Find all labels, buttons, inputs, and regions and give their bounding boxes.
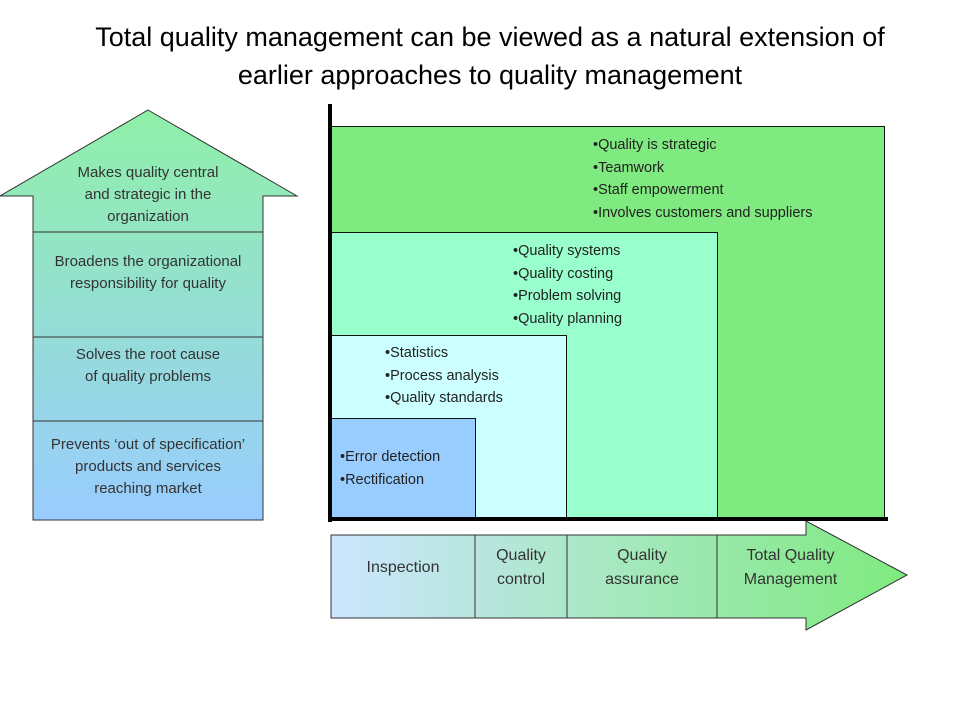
list-item: Rectification (340, 469, 440, 492)
list-item: Teamwork (593, 157, 812, 180)
left-segment-strategic: Makes quality central and strategic in t… (77, 164, 219, 225)
tqm-bullet-list: Quality is strategic Teamwork Staff empo… (593, 134, 812, 224)
left-arrow-shape (0, 109, 299, 521)
vertical-axis (328, 104, 332, 522)
list-item: Error detection (340, 446, 440, 469)
list-item: Quality planning (513, 308, 622, 331)
left-segment-root-cause: Solves the root cause of quality problem… (75, 346, 221, 385)
list-item: Quality systems (513, 240, 622, 263)
left-segment-responsibility: Broadens the organizational responsibili… (54, 253, 242, 292)
list-item: Staff empowerment (593, 179, 812, 202)
list-item: Problem solving (513, 285, 622, 308)
assurance-bullet-list: Quality systems Quality costing Problem … (513, 240, 622, 330)
stage-inspection: Inspection (366, 559, 440, 576)
stage-quality-assurance: Quality assurance (605, 547, 679, 588)
list-item: Process analysis (385, 365, 503, 388)
control-bullet-list: Statistics Process analysis Quality stan… (385, 342, 503, 410)
page-title: Total quality management can be viewed a… (95, 22, 885, 90)
stage-quality-control: Quality control (496, 547, 546, 588)
list-item: Quality is strategic (593, 134, 812, 157)
list-item: Quality standards (385, 387, 503, 410)
list-item: Involves customers and suppliers (593, 202, 812, 225)
inspection-bullet-list: Error detection Rectification (340, 446, 440, 491)
left-segment-prevents: Prevents ‘out of specification’ products… (50, 436, 246, 497)
list-item: Quality costing (513, 263, 622, 286)
stage-total-quality-management: Total Quality Management (743, 547, 838, 588)
list-item: Statistics (385, 342, 503, 365)
horizontal-axis (328, 517, 888, 521)
